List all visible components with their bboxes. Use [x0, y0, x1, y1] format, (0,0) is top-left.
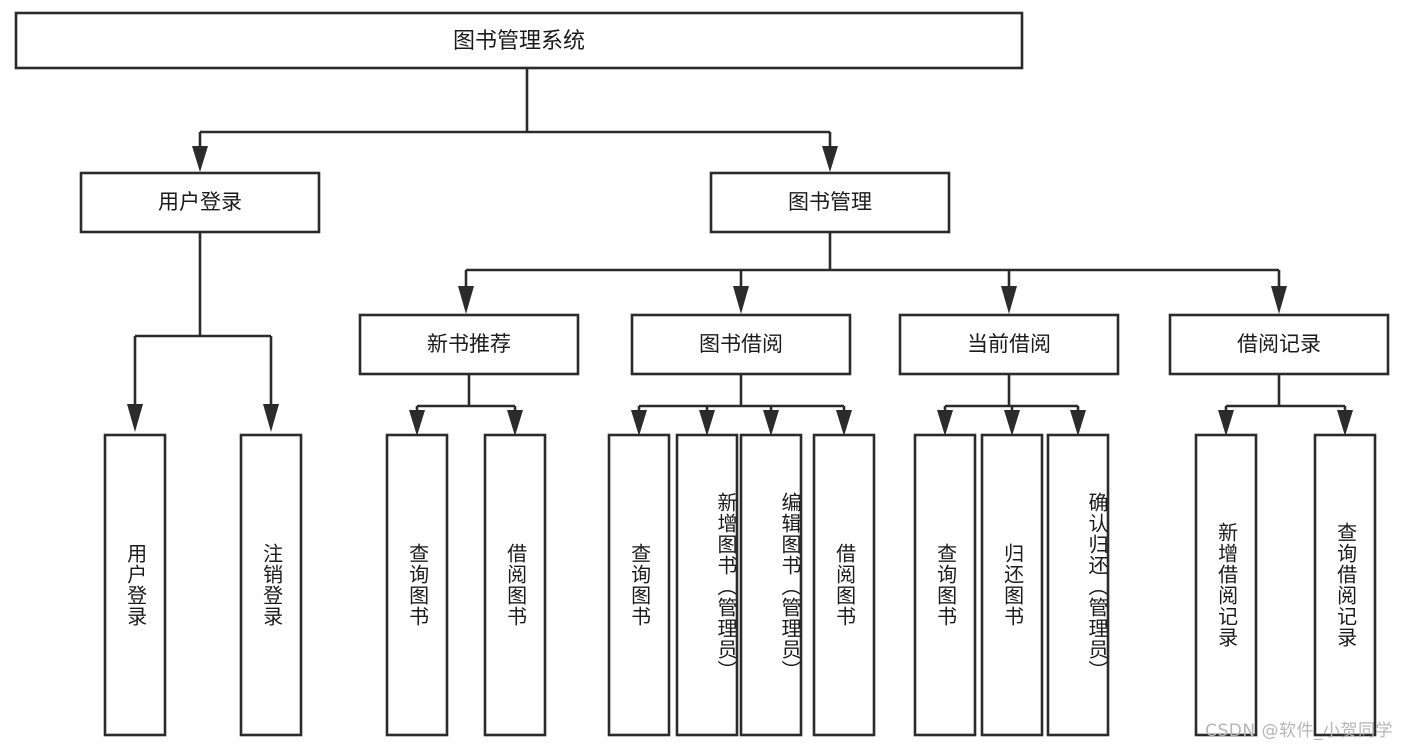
node-leaf-borrow-book-2-box[interactable]: [812, 433, 876, 737]
node-new-book-recommend-box[interactable]: [358, 313, 580, 376]
node-book-management-box[interactable]: [709, 171, 951, 234]
node-user-login[interactable]: 用户登录: [79, 171, 321, 234]
node-leaf-query-book-1-box[interactable]: [385, 433, 449, 737]
node-root-box[interactable]: [14, 11, 1024, 70]
arrowhead-new-book-recommend: [458, 286, 474, 314]
node-leaf-borrow-book-1-box[interactable]: [483, 433, 547, 737]
arrowhead-leaf-query-book-2: [631, 410, 647, 436]
node-current-borrow[interactable]: 当前借阅: [898, 313, 1120, 376]
node-book-borrow[interactable]: 图书借阅: [630, 313, 852, 376]
arrowhead-leaf-confirm-return: [1070, 410, 1086, 436]
node-leaf-add-record-box[interactable]: [1194, 433, 1258, 737]
node-borrow-record-label: 借阅记录: [1237, 332, 1321, 356]
node-user-login-box[interactable]: [79, 171, 321, 234]
node-book-management-label: 图书管理: [788, 190, 872, 214]
node-user-login-label: 用户登录: [158, 190, 242, 214]
csdn-watermark: CSDN @软件_小贺同学: [1205, 721, 1393, 741]
node-leaf-query-record-box[interactable]: [1313, 433, 1377, 737]
node-leaf-query-book-2-box[interactable]: [607, 433, 671, 737]
node-new-book-recommend[interactable]: 新书推荐: [358, 313, 580, 376]
node-current-borrow-label: 当前借阅: [967, 332, 1051, 356]
node-root[interactable]: 图书管理系统: [14, 11, 1024, 70]
node-borrow-record[interactable]: 借阅记录: [1168, 313, 1390, 376]
arrowhead-user-login: [192, 146, 208, 172]
arrowhead-leaf-borrow-book-2: [836, 410, 852, 436]
node-book-borrow-label: 图书借阅: [699, 332, 783, 356]
leaf-boxes-layer: [103, 433, 1377, 737]
node-root-label: 图书管理系统: [453, 29, 585, 54]
arrowhead-leaf-query-book-1: [409, 410, 425, 436]
node-leaf-edit-book-box[interactable]: [739, 433, 803, 737]
node-borrow-record-box[interactable]: [1168, 313, 1390, 376]
arrowhead-leaf-query-record: [1337, 410, 1353, 436]
connectors-layer: [127, 68, 1353, 436]
node-new-book-recommend-label: 新书推荐: [427, 332, 511, 356]
node-leaf-confirm-return-box[interactable]: [1046, 433, 1110, 737]
arrowhead-leaf-query-book-3: [937, 410, 953, 436]
arrowhead-leaf-edit-book: [763, 410, 779, 436]
arrowhead-leaf-add-record: [1218, 410, 1234, 436]
node-leaf-add-book-box[interactable]: [675, 433, 739, 737]
arrowhead-leaf-add-book: [699, 410, 715, 436]
arrowhead-leaf-borrow-book-1: [507, 410, 523, 436]
arrowhead-leaf-user-login: [127, 404, 143, 432]
arrowhead-borrow-record: [1271, 286, 1287, 314]
node-leaf-logout-box[interactable]: [239, 433, 303, 737]
arrowhead-book-management: [822, 146, 838, 172]
arrowhead-leaf-logout: [263, 404, 279, 432]
arrowhead-book-borrow: [733, 286, 749, 314]
node-leaf-query-book-3-box[interactable]: [913, 433, 977, 737]
node-leaf-user-login-box[interactable]: [103, 433, 167, 737]
node-book-borrow-box[interactable]: [630, 313, 852, 376]
node-book-management[interactable]: 图书管理: [709, 171, 951, 234]
arrowhead-current-borrow: [1001, 286, 1017, 314]
node-current-borrow-box[interactable]: [898, 313, 1120, 376]
arrowhead-leaf-return-book: [1004, 410, 1020, 436]
node-leaf-return-book-box[interactable]: [980, 433, 1044, 737]
